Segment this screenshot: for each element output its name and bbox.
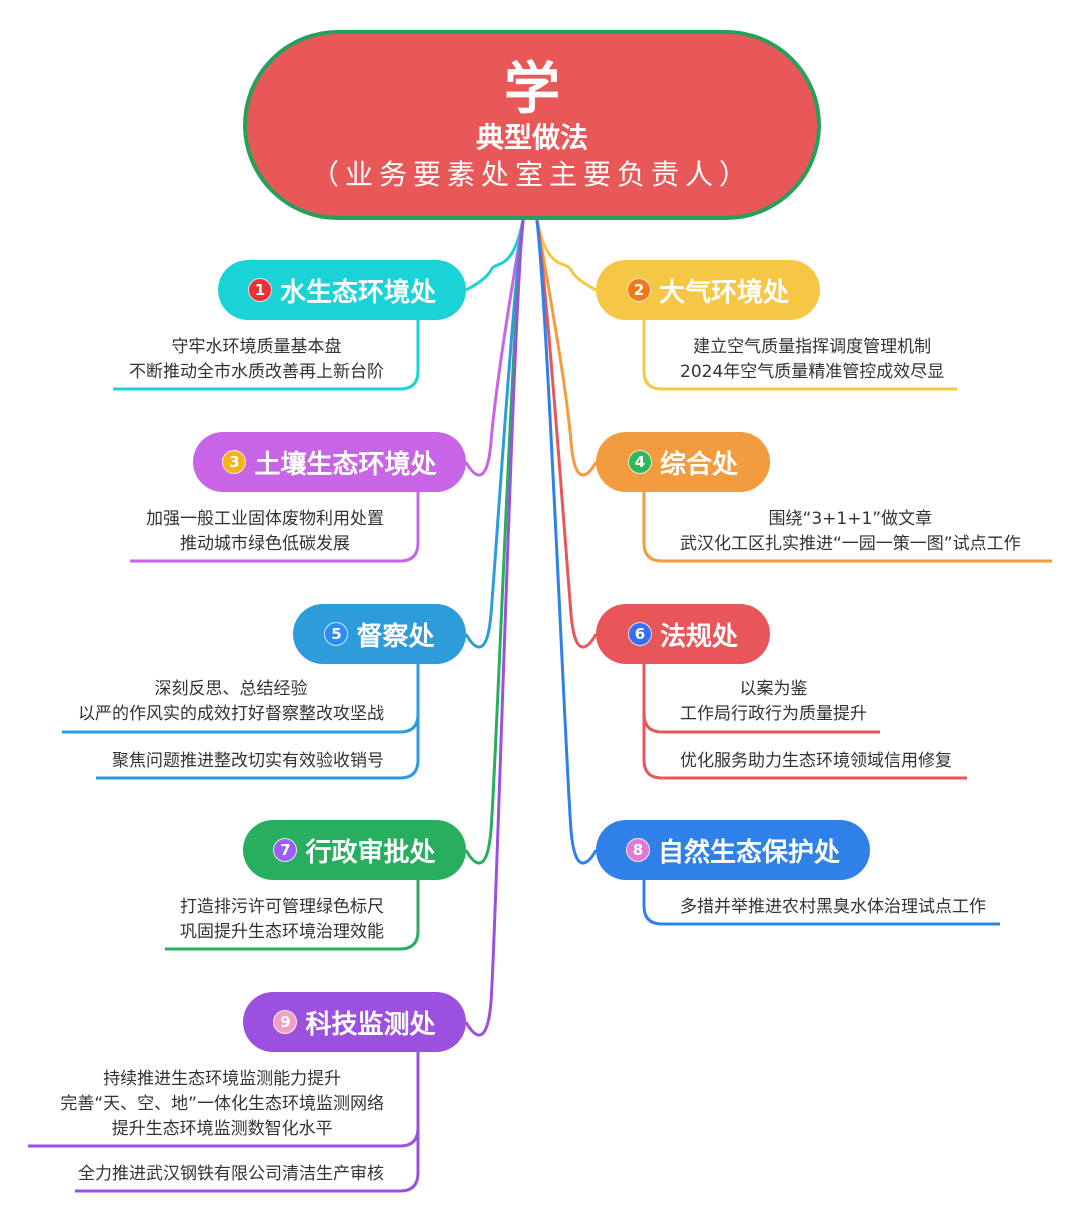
number-badge-icon: 5 bbox=[324, 622, 349, 646]
number-badge-icon: 7 bbox=[273, 838, 298, 862]
branch-label: 水生态环境处 bbox=[279, 277, 436, 308]
item-underline bbox=[130, 492, 420, 563]
item-underline bbox=[96, 664, 420, 780]
number-badge-icon: 6 bbox=[627, 622, 652, 646]
item-line: 加强一般工业固体废物利用处置 bbox=[146, 509, 384, 529]
branch-node-9[interactable]: 9 科技监测处 bbox=[243, 992, 466, 1052]
branch-node-7[interactable]: 7 行政审批处 bbox=[243, 820, 466, 880]
number-badge-icon: 2 bbox=[626, 278, 651, 302]
item-line: 围绕“3+1+1”做文章 bbox=[768, 509, 933, 529]
branch-connector bbox=[534, 213, 597, 292]
branch-node-8[interactable]: 8 自然生态保护处 bbox=[596, 820, 870, 880]
branch-item: 围绕“3+1+1”做文章武汉化工区扎实推进“一园一策一图”试点工作 bbox=[680, 507, 1021, 557]
number-badge-icon: 9 bbox=[273, 1010, 298, 1034]
item-line: 推动城市绿色低碳发展 bbox=[180, 534, 350, 554]
number-badge-icon: 3 bbox=[222, 450, 247, 474]
branch-label: 大气环境处 bbox=[658, 277, 789, 308]
branch-label: 科技监测处 bbox=[305, 1009, 436, 1040]
root-subtitle: 典型做法 bbox=[475, 121, 588, 154]
item-line: 全力推进武汉钢铁有限公司清洁生产审核 bbox=[78, 1164, 384, 1184]
branch-item: 加强一般工业固体废物利用处置推动城市绿色低碳发展 bbox=[146, 507, 384, 557]
item-line: 建立空气质量指挥调度管理机制 bbox=[693, 337, 932, 357]
number-badge-icon: 1 bbox=[247, 278, 272, 302]
item-line: 持续推进生态环境监测能力提升 bbox=[103, 1069, 342, 1089]
item-underline bbox=[113, 320, 420, 391]
item-line: 不断推动全市水质改善再上新台阶 bbox=[129, 362, 384, 382]
item-underline bbox=[165, 880, 420, 951]
branch-node-3[interactable]: 3 土壤生态环境处 bbox=[193, 432, 466, 492]
branch-item: 深刻反思、总结经验以严的作风实的成效打好督察整改攻坚战 bbox=[78, 677, 384, 727]
branch-connector bbox=[465, 213, 526, 292]
branch-label: 法规处 bbox=[659, 621, 738, 652]
item-line: 以案为鉴 bbox=[739, 679, 808, 699]
branch-item: 聚焦问题推进整改切实有效验收销号 bbox=[112, 749, 384, 774]
item-underline bbox=[642, 664, 967, 780]
item-underline bbox=[75, 1052, 420, 1193]
branch-item: 建立空气质量指挥调度管理机制 2024年空气质量精准管控成效尽显 bbox=[680, 335, 944, 385]
root-note: （业务要素处室主要负责人） bbox=[310, 158, 753, 191]
number-badge-icon: 4 bbox=[627, 450, 652, 474]
branch-node-4[interactable]: 4 综合处 bbox=[596, 432, 770, 492]
item-line: 深刻反思、总结经验 bbox=[154, 679, 308, 699]
root-node: 学 典型做法 （业务要素处室主要负责人） bbox=[243, 30, 821, 220]
branch-node-1[interactable]: 1 水生态环境处 bbox=[218, 260, 466, 320]
branch-label: 行政审批处 bbox=[305, 837, 436, 868]
item-underline bbox=[642, 492, 1052, 563]
item-line: 以严的作风实的成效打好督察整改攻坚战 bbox=[78, 704, 384, 724]
branch-item: 持续推进生态环境监测能力提升完善“天、空、地”一体化生态环境监测网络提升生态环境… bbox=[60, 1067, 384, 1142]
branch-label: 督察处 bbox=[356, 621, 435, 652]
branch-item: 优化服务助力生态环境领域信用修复 bbox=[680, 749, 952, 774]
branch-item: 多措并举推进农村黑臭水体治理试点工作 bbox=[680, 895, 986, 920]
branch-node-6[interactable]: 6 法规处 bbox=[596, 604, 770, 664]
branch-item: 守牢水环境质量基本盘不断推动全市水质改善再上新台阶 bbox=[129, 335, 384, 385]
item-line: 完善“天、空、地”一体化生态环境监测网络 bbox=[60, 1094, 384, 1114]
item-underline bbox=[642, 320, 957, 391]
branch-connector bbox=[464, 213, 526, 477]
root-title: 学 bbox=[504, 57, 560, 122]
branch-label: 综合处 bbox=[659, 449, 738, 480]
item-line: 巩固提升生态环境治理效能 bbox=[180, 922, 384, 942]
item-line: 聚焦问题推进整改切实有效验收销号 bbox=[112, 751, 384, 771]
item-line: 打造排污许可管理绿色标尺 bbox=[180, 897, 384, 917]
branch-item: 全力推进武汉钢铁有限公司清洁生产审核 bbox=[78, 1162, 384, 1187]
branch-connector bbox=[464, 213, 526, 1037]
branch-connector bbox=[464, 213, 526, 649]
branch-connector bbox=[534, 213, 598, 649]
branch-node-5[interactable]: 5 督察处 bbox=[293, 604, 466, 664]
branch-label: 土壤生态环境处 bbox=[254, 449, 437, 480]
item-underline bbox=[642, 880, 1000, 926]
branch-node-2[interactable]: 2 大气环境处 bbox=[596, 260, 820, 320]
branch-connector bbox=[534, 213, 598, 865]
item-line: 武汉化工区扎实推进“一园一策一图”试点工作 bbox=[680, 534, 1021, 554]
item-line: 工作局行政行为质量提升 bbox=[680, 704, 867, 724]
branch-label: 自然生态保护处 bbox=[657, 837, 840, 868]
item-line: 提升生态环境监测数智化水平 bbox=[111, 1119, 333, 1139]
number-badge-icon: 8 bbox=[625, 838, 650, 862]
branch-connector bbox=[534, 213, 598, 477]
branch-connector bbox=[464, 213, 526, 865]
item-line: 多措并举推进农村黑臭水体治理试点工作 bbox=[680, 897, 986, 917]
branch-item: 打造排污许可管理绿色标尺巩固提升生态环境治理效能 bbox=[180, 895, 384, 945]
item-line: 优化服务助力生态环境领域信用修复 bbox=[680, 751, 952, 771]
item-line: 守牢水环境质量基本盘 bbox=[171, 337, 342, 357]
item-line: 2024年空气质量精准管控成效尽显 bbox=[680, 362, 945, 382]
branch-item: 以案为鉴工作局行政行为质量提升 bbox=[680, 677, 867, 727]
